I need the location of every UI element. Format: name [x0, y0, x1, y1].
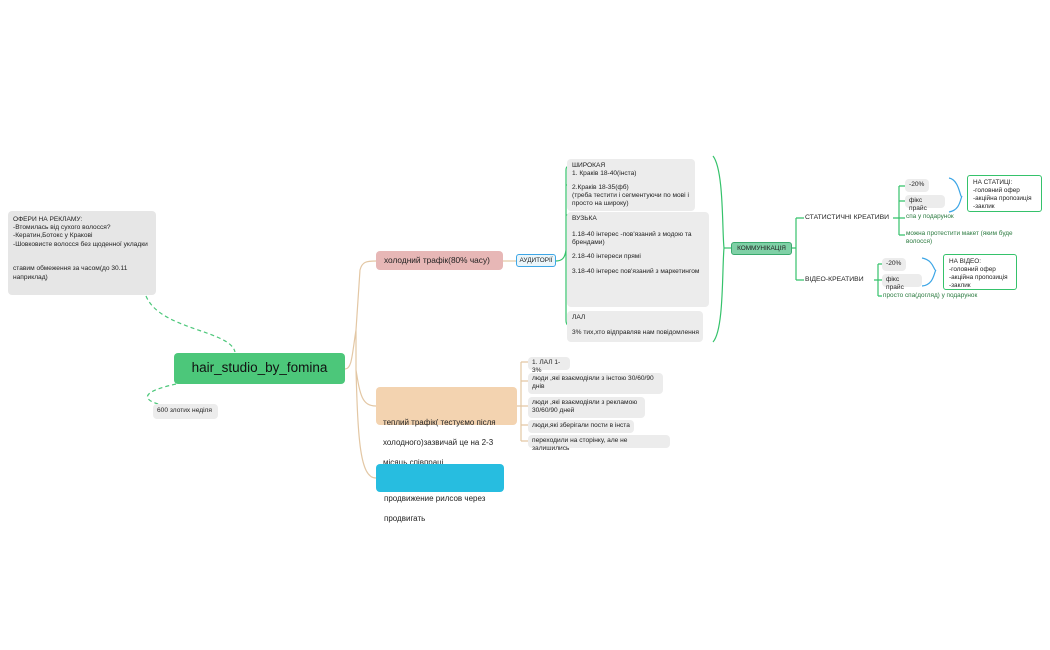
dash-offers-to-root	[145, 295, 236, 353]
static-price: фікс прайс	[905, 195, 945, 212]
static-children-line	[893, 185, 905, 236]
video-creatives-label[interactable]: ВІДЕО-КРЕАТИВИ	[805, 276, 864, 283]
lal-title: ЛАЛ	[572, 314, 586, 321]
cold-traffic-node[interactable]: холодний трафік(80% часу)	[376, 251, 503, 270]
root-branch-line	[344, 260, 377, 479]
static-box: НА СТАТИЦІ: -головний офер -акційна проп…	[967, 175, 1042, 212]
lal-group	[567, 311, 703, 342]
video-children-line	[874, 263, 882, 297]
dash-root-to-note	[146, 383, 177, 407]
static-blue-brace	[948, 177, 963, 213]
lal-item-1: 3% тих,хто відправляв нам повідомлення	[572, 329, 699, 336]
audience-label: АУДИТОРІЇ	[519, 256, 553, 264]
narrow-item-3: 3.18-40 інтерес пов'язаний з маркетингом	[572, 268, 700, 275]
warm-item: люди,які зберігали пости в інста	[528, 420, 634, 433]
root-note: 600 злотих неділя	[153, 404, 218, 419]
video-box: НА ВІДЕО: -головний офер -акційна пропоз…	[943, 254, 1017, 290]
video-spa: просто спа(догляд) у подарунок	[883, 292, 978, 299]
video-blue-brace	[921, 257, 937, 287]
warm-item: переходили на сторінку, але не залишилис…	[528, 435, 670, 452]
warm-traffic-label: теплий трафік( тестуємо після холодного)…	[383, 418, 496, 467]
offers-note: ОФЕРИ НА РЕКЛАМУ: -Втомилась від сухого …	[8, 211, 156, 295]
warm-item: 1. ЛАЛ 1-3%	[528, 357, 570, 374]
video-discount: -20%	[882, 258, 906, 271]
root-label: hair_studio_by_fomina	[191, 360, 328, 376]
warm-item: люди ,які взаємодіяли з інстою 30/60/90 …	[528, 373, 663, 394]
warm-item: люди ,які взаємодіяли з рекламою 30/60/9…	[528, 397, 645, 418]
narrow-title: ВУЗЬКА	[572, 215, 597, 222]
warm-traffic-node[interactable]: теплий трафік( тестуємо після холодного)…	[376, 387, 517, 467]
cold-traffic-label: холодний трафік(80% часу)	[384, 255, 490, 266]
narrow-item-1: 1.18-40 інтерес -пов'язаний з модою та б…	[572, 231, 692, 247]
audience-brace	[712, 155, 725, 343]
warm-to-items-line	[517, 361, 528, 442]
narrow-item-2: 2.18-40 інтереси прямі	[572, 253, 641, 260]
root-node[interactable]: hair_studio_by_fomina	[174, 353, 345, 384]
broad-title: ШИРОКАЯ 1. Краків 18-40(інста)	[572, 162, 637, 178]
static-discount: -20%	[905, 179, 929, 192]
video-price: фікс прайс	[882, 274, 922, 291]
static-spa: спа у подарунок	[906, 213, 954, 220]
narrow-group	[567, 212, 709, 307]
broad-item-2: 2.Краків 18-35(фб) (треба тестити і сегм…	[572, 184, 689, 208]
static-note: можна протестити макет (яким буде волосс…	[906, 230, 1013, 245]
comm-to-creatives-line	[792, 217, 804, 281]
communication-label: КОММУНІКАЦІЯ	[737, 244, 786, 252]
communication-node[interactable]: КОММУНІКАЦІЯ	[731, 242, 792, 255]
broad-group	[567, 159, 695, 211]
audience-node[interactable]: АУДИТОРІЇ	[516, 254, 556, 267]
static-creatives-label[interactable]: СТАТИСТИЧНІ КРЕАТИВИ	[805, 214, 890, 221]
reels-node[interactable]: продвижение рилсов через продвигать	[376, 464, 504, 523]
reels-label: продвижение рилсов через продвигать	[384, 494, 486, 523]
